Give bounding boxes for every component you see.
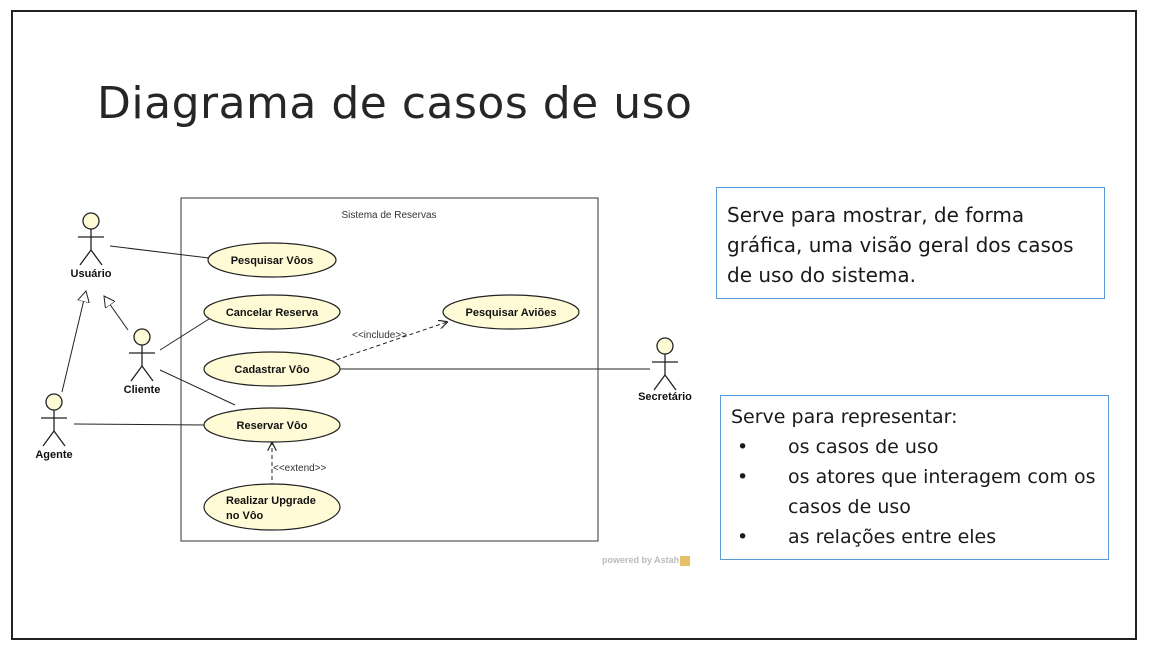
bullet-icon: • [737, 526, 749, 548]
actor-secretario [652, 337, 678, 391]
generalization-cliente-usuario [104, 296, 129, 331]
actor-label-cliente: Cliente [124, 384, 161, 396]
actor-usuario [78, 212, 104, 266]
use-case-label-line1: Realizar Upgrade [226, 495, 316, 507]
use-case-cadastrar-voo: Cadastrar Vôo [203, 351, 341, 387]
use-case-label-line2: no Vôo [226, 510, 264, 522]
list-item-text: os atores que interagem com os casos de … [788, 466, 1096, 518]
astah-watermark: powered by Astah [602, 555, 691, 566]
list-item: • os atores que interagem com os casos de… [731, 462, 1098, 522]
astah-logo-icon [680, 555, 691, 566]
use-case-cancelar-reserva: Cancelar Reserva [203, 294, 341, 330]
actor-cliente [129, 328, 155, 382]
list-item: • as relações entre eles [731, 522, 1098, 552]
assoc-cliente-reservar [159, 369, 236, 406]
assoc-usuario-pesquisar [109, 245, 210, 259]
system-name: Sistema de Reservas [341, 210, 436, 221]
actor-label-usuario: Usuário [71, 268, 112, 280]
use-case-pesquisar-voos: Pesquisar Vôos [207, 242, 337, 278]
watermark-text: powered by Astah [602, 555, 680, 565]
bullet-icon: • [737, 466, 749, 488]
representation-list: • os casos de uso • os atores que interage… [731, 432, 1098, 552]
assoc-cliente-cancelar [159, 318, 210, 351]
include-arrow [329, 322, 447, 363]
use-case-label: Cancelar Reserva [226, 307, 319, 319]
extend-label: <<extend>> [273, 463, 327, 474]
assoc-agente-reservar [73, 423, 206, 426]
representation-heading: Serve para representar: [731, 406, 958, 428]
generalization-agente-usuario [61, 291, 86, 393]
slide-title: Diagrama de casos de uso [97, 78, 693, 129]
bullet-icon: • [737, 436, 749, 458]
use-case-reservar-voo: Reservar Vôo [203, 407, 341, 443]
list-item-text: as relações entre eles [788, 526, 997, 548]
representation-box: Serve para representar: • os casos de uso… [720, 395, 1109, 560]
use-case-realizar-upgrade: Realizar Upgrade no Vôo [203, 483, 341, 531]
list-item: • os casos de uso [731, 432, 1098, 462]
use-case-label: Reservar Vôo [237, 420, 308, 432]
actor-agente [41, 393, 67, 447]
actor-label-agente: Agente [35, 449, 72, 461]
use-case-label: Pesquisar Aviões [466, 307, 557, 319]
description-box: Serve para mostrar, de forma gráfica, um… [716, 187, 1105, 299]
actor-label-secretario: Secretário [638, 391, 692, 403]
use-case-label: Cadastrar Vôo [234, 364, 309, 376]
use-case-pesquisar-avioes: Pesquisar Aviões [442, 294, 580, 330]
description-text: Serve para mostrar, de forma gráfica, um… [727, 203, 1074, 287]
use-case-label: Pesquisar Vôos [231, 255, 314, 267]
include-label: <<include>> [352, 330, 407, 341]
list-item-text: os casos de uso [788, 436, 939, 458]
